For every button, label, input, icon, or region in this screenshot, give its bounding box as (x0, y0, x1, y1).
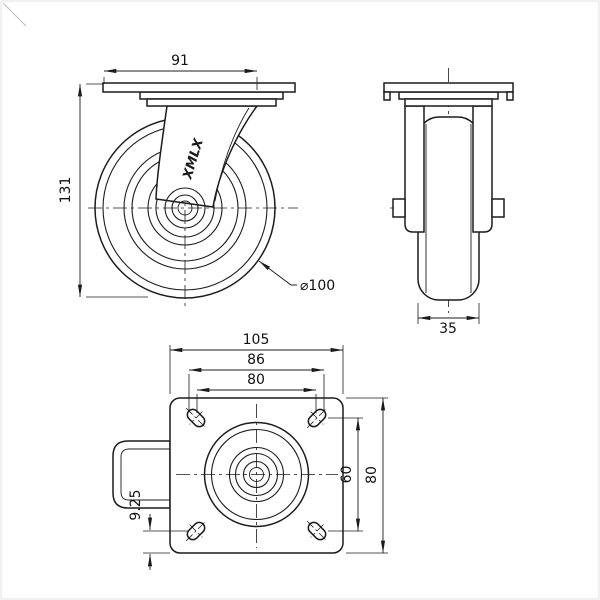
dimension-overall-height: 131 (58, 83, 148, 298)
corner-mark (2, 2, 27, 27)
dimension-wheel-width: 35 (417, 303, 480, 337)
dim-plate-width-text: 80 (364, 466, 380, 484)
dim-wheel-diameter-text: ⌀100 (300, 278, 335, 294)
dimension-top-width: 91 (103, 53, 258, 90)
swivel-race-upper-front (398, 91, 499, 100)
plate-tab-right (506, 91, 514, 101)
swivel-race-lower (146, 98, 277, 107)
bolt-slot-bottom-right (306, 520, 328, 542)
fork-leg (155, 105, 259, 208)
dim-edge-offset-text: 9.25 (128, 489, 144, 520)
swivel-race-plan (203, 421, 310, 528)
dim-bolt-span-vertical-text: 60 (339, 466, 355, 484)
dim-bolt-span-outer-text: 86 (247, 352, 265, 368)
axle-nut-left (392, 198, 406, 218)
plan-view: 105 86 80 60 80 (112, 332, 388, 570)
top-plate-side (102, 82, 296, 93)
dimension-plate-length: 105 (169, 332, 344, 394)
dimension-bolt-span-vertical: 60 (328, 417, 363, 532)
top-plate-front (383, 82, 514, 93)
fork-leg-left (404, 105, 425, 233)
dim-top-width-text: 91 (171, 53, 189, 69)
fork-edge-line (214, 107, 250, 202)
dimension-wheel-diameter: ⌀100 (258, 260, 335, 294)
axle-bolt-right (491, 198, 505, 218)
dim-wheel-width-text: 35 (439, 321, 457, 337)
swivel-race-upper (139, 91, 284, 100)
wheel-front (417, 116, 480, 301)
dimension-plate-width: 80 (346, 397, 388, 554)
bolt-slot-bottom-left (185, 520, 207, 542)
plate-tab-left (383, 91, 391, 101)
fork-leg-right (472, 105, 493, 233)
wheel-protrusion (112, 440, 171, 509)
mounting-plate (169, 397, 344, 554)
wheel-protrusion-contour (120, 448, 170, 501)
axle-hub (164, 187, 206, 229)
dim-overall-height-text: 131 (58, 177, 74, 204)
dim-bolt-span-inner-text: 80 (247, 372, 265, 388)
dim-plate-length-text: 105 (243, 332, 270, 348)
dimension-bolt-span-inner: 80 (196, 372, 317, 413)
swivel-race-lower-front (404, 98, 493, 107)
dimension-bolt-span-outer: 86 (188, 352, 325, 411)
front-view: 35 (383, 68, 514, 337)
side-view: XMLX 91 131 ⌀100 (58, 53, 335, 306)
dimension-edge-offset: 9.25 (128, 489, 188, 570)
